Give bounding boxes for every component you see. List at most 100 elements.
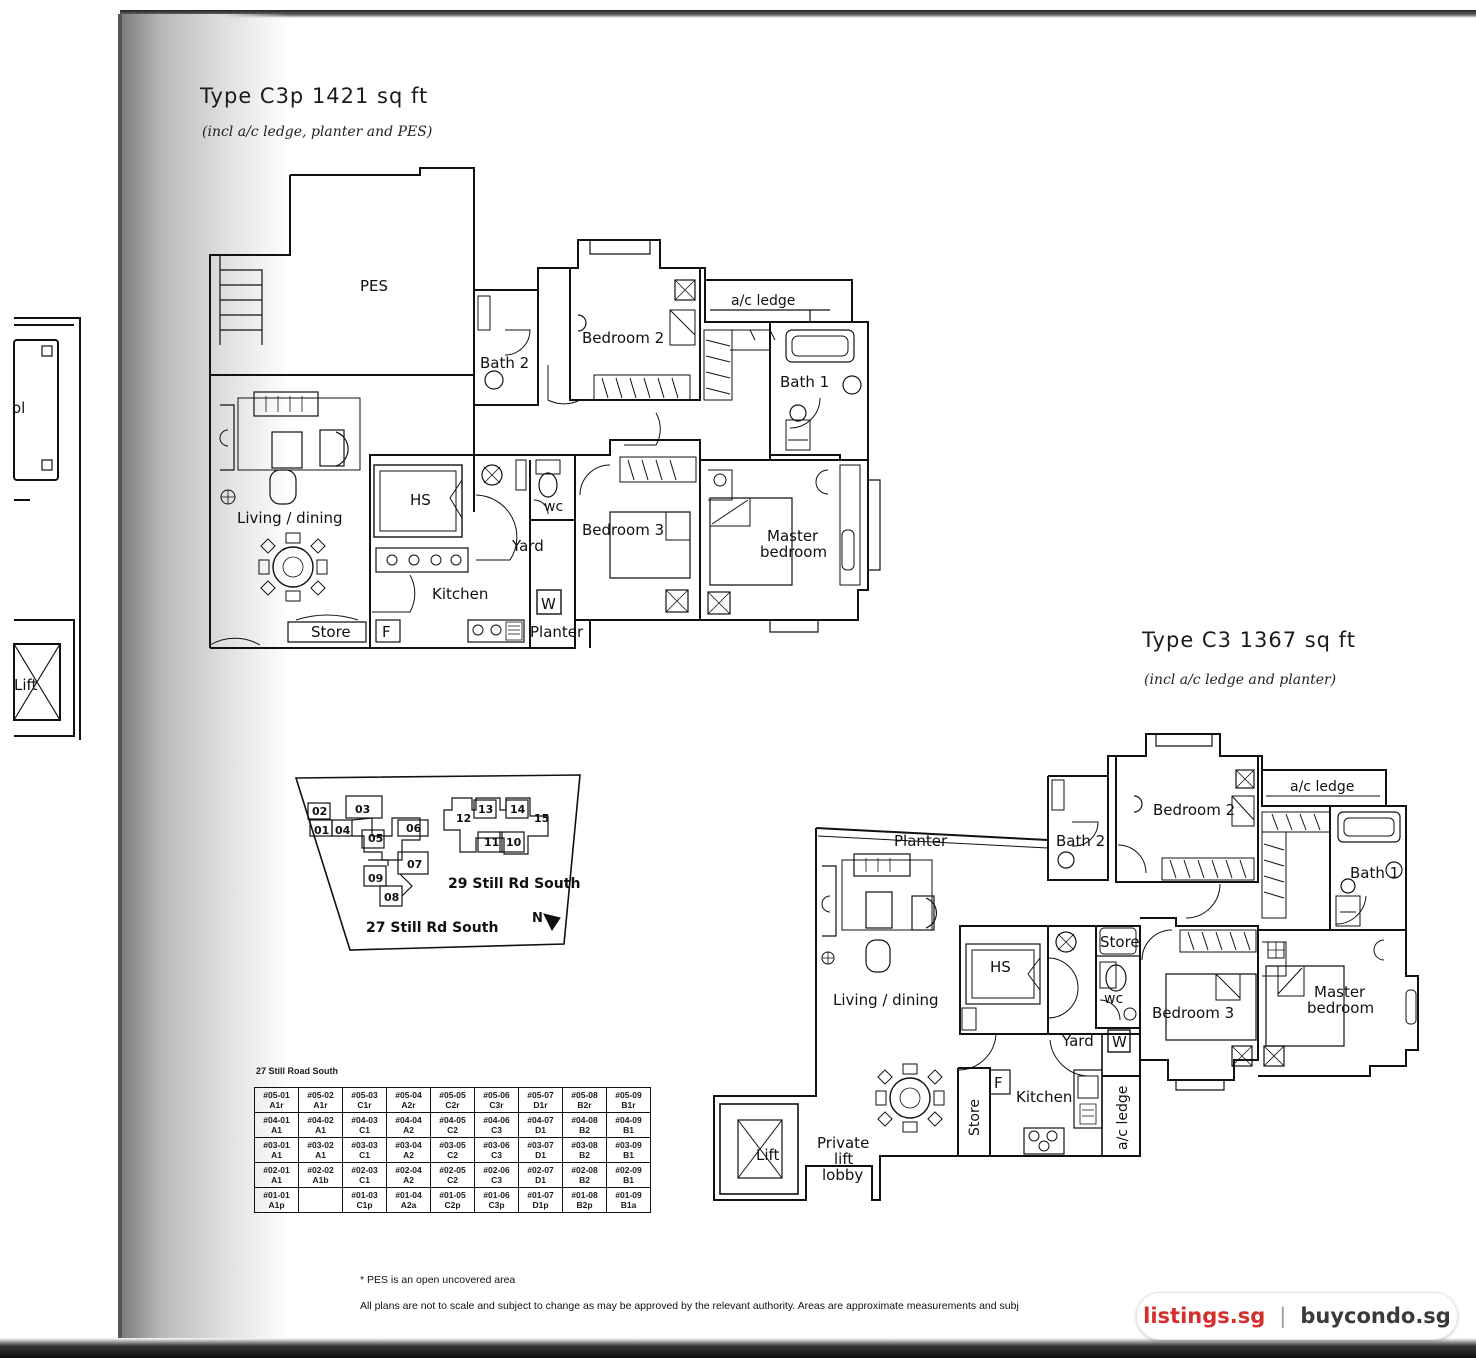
schedule-unit-number: #03-04	[395, 1140, 422, 1150]
schedule-unit-number: #04-04	[395, 1115, 422, 1125]
c3p-subtitle: (incl a/c ledge, planter and PES)	[202, 124, 433, 140]
schedule-unit-type: A1r	[269, 1100, 284, 1110]
schedule-unit-type: B2	[579, 1125, 590, 1135]
schedule-unit-type: B1a	[620, 1200, 637, 1210]
schedule-unit-number: #02-06	[483, 1165, 510, 1175]
c3-label-living-dining: Living / dining	[833, 991, 939, 1009]
site-plan	[294, 774, 581, 951]
schedule-unit-number: #04-01	[263, 1115, 290, 1125]
schedule-unit-number: #05-01	[263, 1090, 290, 1100]
c3-label-lobby-2: lift	[834, 1150, 853, 1168]
block-label: 05	[368, 832, 383, 845]
schedule-unit-type: B2	[579, 1175, 590, 1185]
schedule-unit-type: A2r	[401, 1100, 416, 1110]
schedule-unit-number: #02-02	[307, 1165, 334, 1175]
schedule-unit-number: #05-03	[351, 1090, 378, 1100]
c3p-label-yard: Yard	[511, 537, 544, 555]
schedule-unit-type: D1	[535, 1125, 546, 1135]
c3-label-bedroom2: Bedroom 2	[1153, 801, 1235, 819]
c3p-label-bedroom2: Bedroom 2	[582, 329, 664, 347]
c3-label-yard: Yard	[1061, 1032, 1094, 1050]
schedule-unit-type: C1	[359, 1150, 370, 1160]
schedule-unit-type: D1p	[532, 1200, 549, 1210]
c3p-label-pes: PES	[360, 277, 388, 295]
schedule-unit-number: #05-02	[307, 1090, 334, 1100]
schedule-unit-type: C3	[491, 1175, 502, 1185]
schedule-unit-number: #01-03	[351, 1190, 378, 1200]
block-label: 02	[312, 805, 327, 818]
room-labels: PES a/c ledge Bedroom 2 Bath 2 Bath 1 Li…	[12, 277, 1399, 1184]
c3p-title: Type C3p 1421 sq ft	[200, 84, 429, 108]
schedule-unit-type: B2p	[576, 1200, 593, 1210]
schedule-unit-type: C2r	[445, 1100, 460, 1110]
c3-label-bedroom3: Bedroom 3	[1152, 1004, 1234, 1022]
c3p-label-store: Store	[311, 623, 351, 641]
schedule-unit-type: A1	[315, 1150, 326, 1160]
schedule-unit-number: #04-08	[571, 1115, 598, 1125]
c3p-label-ac-ledge: a/c ledge	[731, 293, 795, 309]
c3p-label-fridge: F	[382, 623, 391, 641]
schedule-unit-number: #01-09	[615, 1190, 642, 1200]
schedule-unit-number: #01-06	[483, 1190, 510, 1200]
schedule-unit-type: B2	[579, 1150, 590, 1160]
schedule-unit-type: A1r	[313, 1100, 328, 1110]
schedule-unit-type: A1b	[312, 1175, 329, 1185]
schedule-unit-number: #02-07	[527, 1165, 554, 1175]
c3p-label-living-dining: Living / dining	[237, 509, 343, 527]
schedule-unit-type: A1	[271, 1150, 282, 1160]
schedule-unit-number: #05-06	[483, 1090, 510, 1100]
schedule-unit-number: #04-09	[615, 1115, 642, 1125]
c3p-label-kitchen: Kitchen	[432, 585, 488, 603]
watermark-listings: listings.sg	[1143, 1304, 1266, 1328]
schedule-unit-number: #01-04	[395, 1190, 422, 1200]
c3-label-bath1: Bath 1	[1350, 864, 1399, 882]
schedule-unit-type: A1	[271, 1175, 282, 1185]
schedule-unit-number: #03-03	[351, 1140, 378, 1150]
schedule-unit-type: C3r	[489, 1100, 504, 1110]
schedule-unit-type: A1p	[268, 1200, 285, 1210]
c3p-label-bath1: Bath 1	[780, 373, 829, 391]
block-label: 03	[355, 803, 370, 816]
schedule-unit-type: B2r	[577, 1100, 592, 1110]
pes-note: * PES is an open uncovered area	[360, 1274, 516, 1286]
schedule-unit-type: D1	[535, 1175, 546, 1185]
block-label: 06	[406, 822, 422, 835]
schedule-unit-number: #05-04	[395, 1090, 422, 1100]
block-label: 08	[384, 891, 399, 904]
schedule-unit-number: #01-01	[263, 1190, 290, 1200]
schedule-unit-type: C3	[491, 1125, 502, 1135]
schedule-title: 27 Still Road South	[256, 1066, 339, 1076]
watermark-badge: listings.sg | buycondo.sg	[1136, 1292, 1458, 1340]
schedule-unit-number: #03-05	[439, 1140, 466, 1150]
c3-label-wc: wc	[1104, 991, 1123, 1007]
c3-label-lobby-3: lobby	[822, 1166, 863, 1184]
c3-title: Type C3 1367 sq ft	[1142, 628, 1356, 652]
block-label: 04	[335, 824, 351, 837]
c3p-label-planter: Planter	[530, 623, 584, 641]
schedule-unit-number: #03-08	[571, 1140, 598, 1150]
schedule-unit-type: A2	[403, 1175, 414, 1185]
